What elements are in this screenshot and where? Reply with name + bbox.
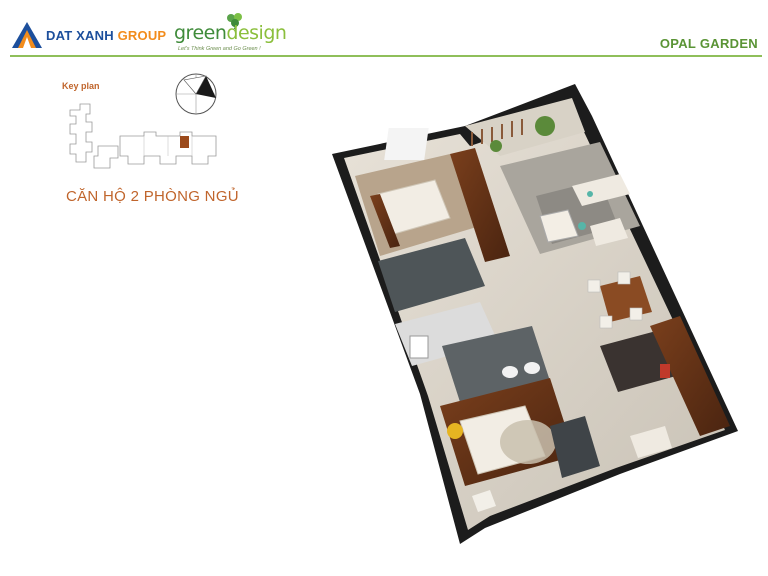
key-plan-diagram (69, 103, 217, 169)
brand-dx-group: GROUP (117, 28, 167, 43)
brand-design: design (226, 22, 287, 44)
brand-tagline: Let's Think Green and Go Green ! (178, 46, 261, 52)
header-divider (10, 55, 762, 57)
dat-xanh-brand: DAT XANH GROUP (46, 28, 166, 43)
key-plan-highlight (180, 136, 189, 148)
green-design-brand: greendesign (174, 22, 287, 44)
project-name: OPAL GARDEN (659, 36, 758, 51)
compass-icon (175, 73, 217, 115)
header: DAT XANH GROUP greendesign Let's Think G… (0, 0, 768, 58)
brand-dx-name: DAT XANH (46, 28, 114, 43)
brand-green: green (174, 22, 227, 44)
floor-plan-render (332, 84, 738, 544)
dat-xanh-logo-icon (12, 22, 42, 48)
clover-leaf-icon (227, 13, 242, 30)
unit-title: CĂN HỘ 2 PHÒNG NGỦ (66, 188, 239, 205)
key-plan-label: Key plan (62, 81, 100, 91)
